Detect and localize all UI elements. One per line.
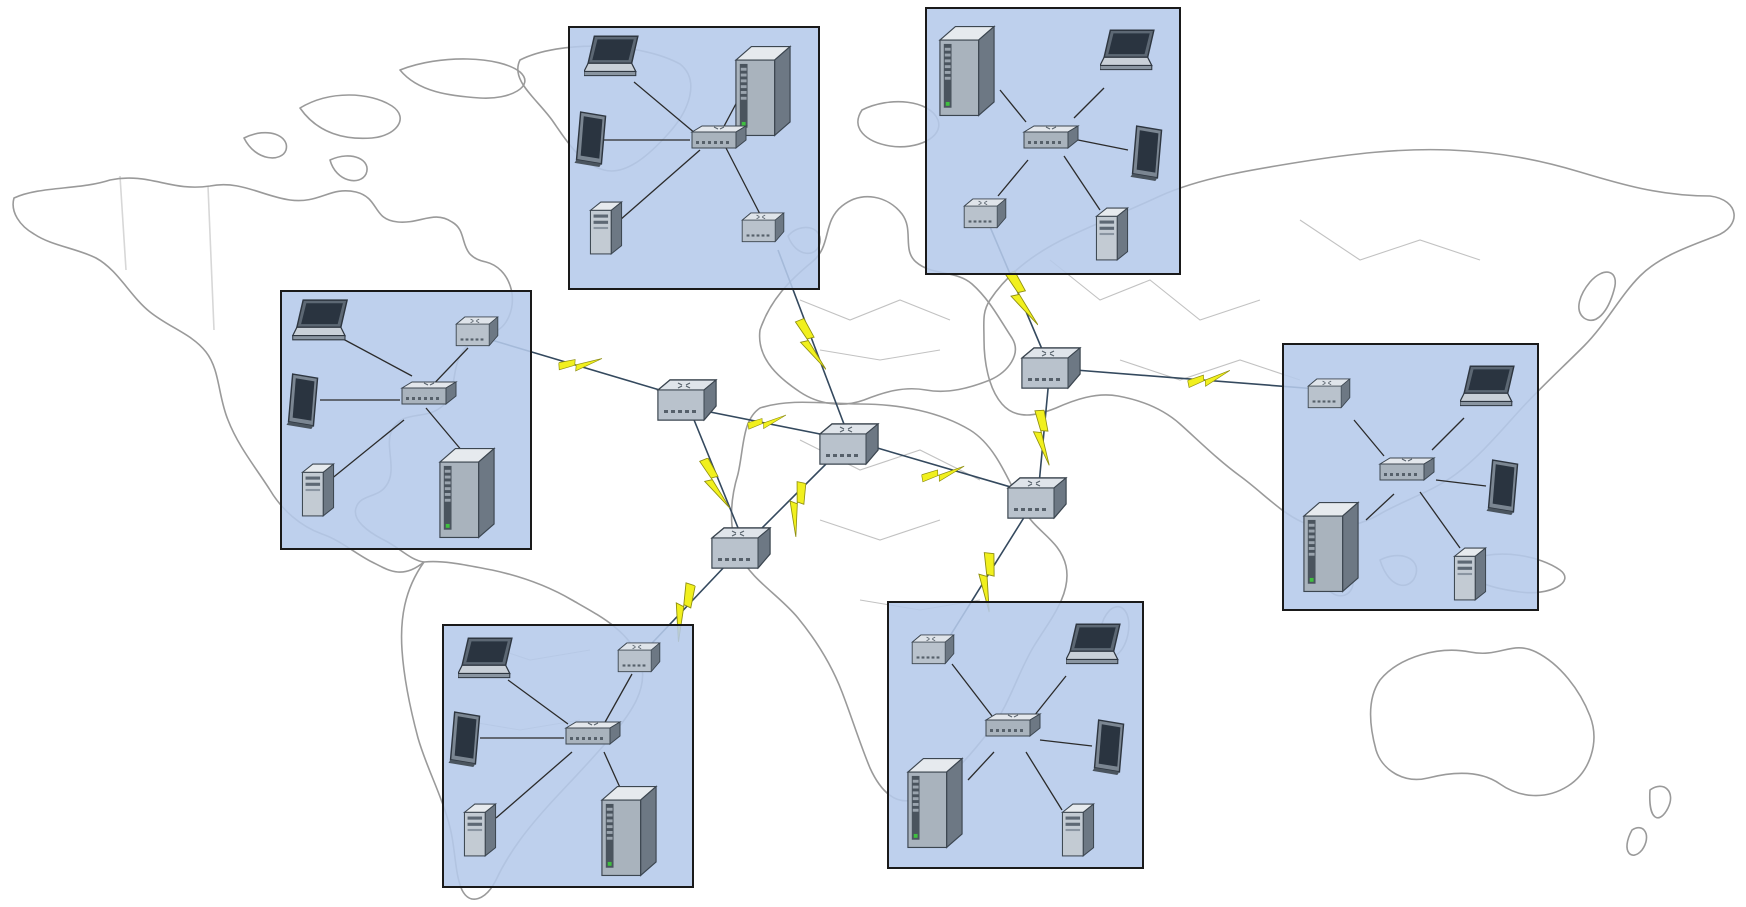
workstation-icon[interactable] xyxy=(589,201,623,255)
switch-icon[interactable] xyxy=(691,125,747,149)
site-east-asia xyxy=(1282,343,1539,611)
router-icon[interactable] xyxy=(1307,378,1351,409)
map-asia xyxy=(982,148,1735,529)
router-icon[interactable] xyxy=(455,316,499,347)
router-icon[interactable] xyxy=(963,198,1007,229)
workstation-icon[interactable] xyxy=(301,463,335,517)
server-icon[interactable] xyxy=(939,25,995,117)
lightning-bolt-icon xyxy=(1005,270,1038,326)
core-router-west-africa[interactable] xyxy=(711,527,771,569)
server-icon[interactable] xyxy=(1303,501,1359,593)
site-north-europe xyxy=(568,26,820,290)
switch-icon[interactable] xyxy=(565,721,621,745)
wan-link xyxy=(689,409,746,546)
wan-link xyxy=(849,439,1039,496)
workstation-icon[interactable] xyxy=(463,803,497,857)
workstation-icon[interactable] xyxy=(1061,803,1095,857)
server-icon[interactable] xyxy=(439,447,495,539)
site-south-america xyxy=(442,624,694,888)
workstation-icon[interactable] xyxy=(1453,547,1487,601)
router-icon[interactable] xyxy=(741,212,785,243)
site-north-america xyxy=(280,290,532,550)
lightning-bolt-icon xyxy=(1019,407,1066,466)
server-icon[interactable] xyxy=(735,45,791,137)
site-east-europe xyxy=(925,7,1181,275)
server-icon[interactable] xyxy=(907,757,963,849)
core-router-europe[interactable] xyxy=(819,423,879,465)
wan-link xyxy=(1037,367,1051,496)
lightning-bolt-icon xyxy=(745,406,787,437)
switch-icon[interactable] xyxy=(401,381,457,405)
switch-icon[interactable] xyxy=(1023,125,1079,149)
router-icon[interactable] xyxy=(617,642,661,673)
core-router-middle-east[interactable] xyxy=(1007,477,1067,519)
lightning-bolt-icon xyxy=(1185,362,1231,395)
core-routers xyxy=(657,347,1081,569)
core-router-atlantic[interactable] xyxy=(657,379,717,421)
server-icon[interactable] xyxy=(601,785,657,877)
lightning-bolt-icon xyxy=(770,478,825,538)
map-australia xyxy=(1369,647,1595,797)
lightning-bolt-icon xyxy=(794,318,826,370)
router-icon[interactable] xyxy=(911,634,955,665)
switch-icon[interactable] xyxy=(985,713,1041,737)
switch-icon[interactable] xyxy=(1379,457,1435,481)
lightning-bolt-icon xyxy=(699,458,731,508)
lightning-bolt-icon xyxy=(556,345,603,382)
workstation-icon[interactable] xyxy=(1095,207,1129,261)
core-router-caspian[interactable] xyxy=(1021,347,1081,389)
site-africa xyxy=(887,601,1144,869)
